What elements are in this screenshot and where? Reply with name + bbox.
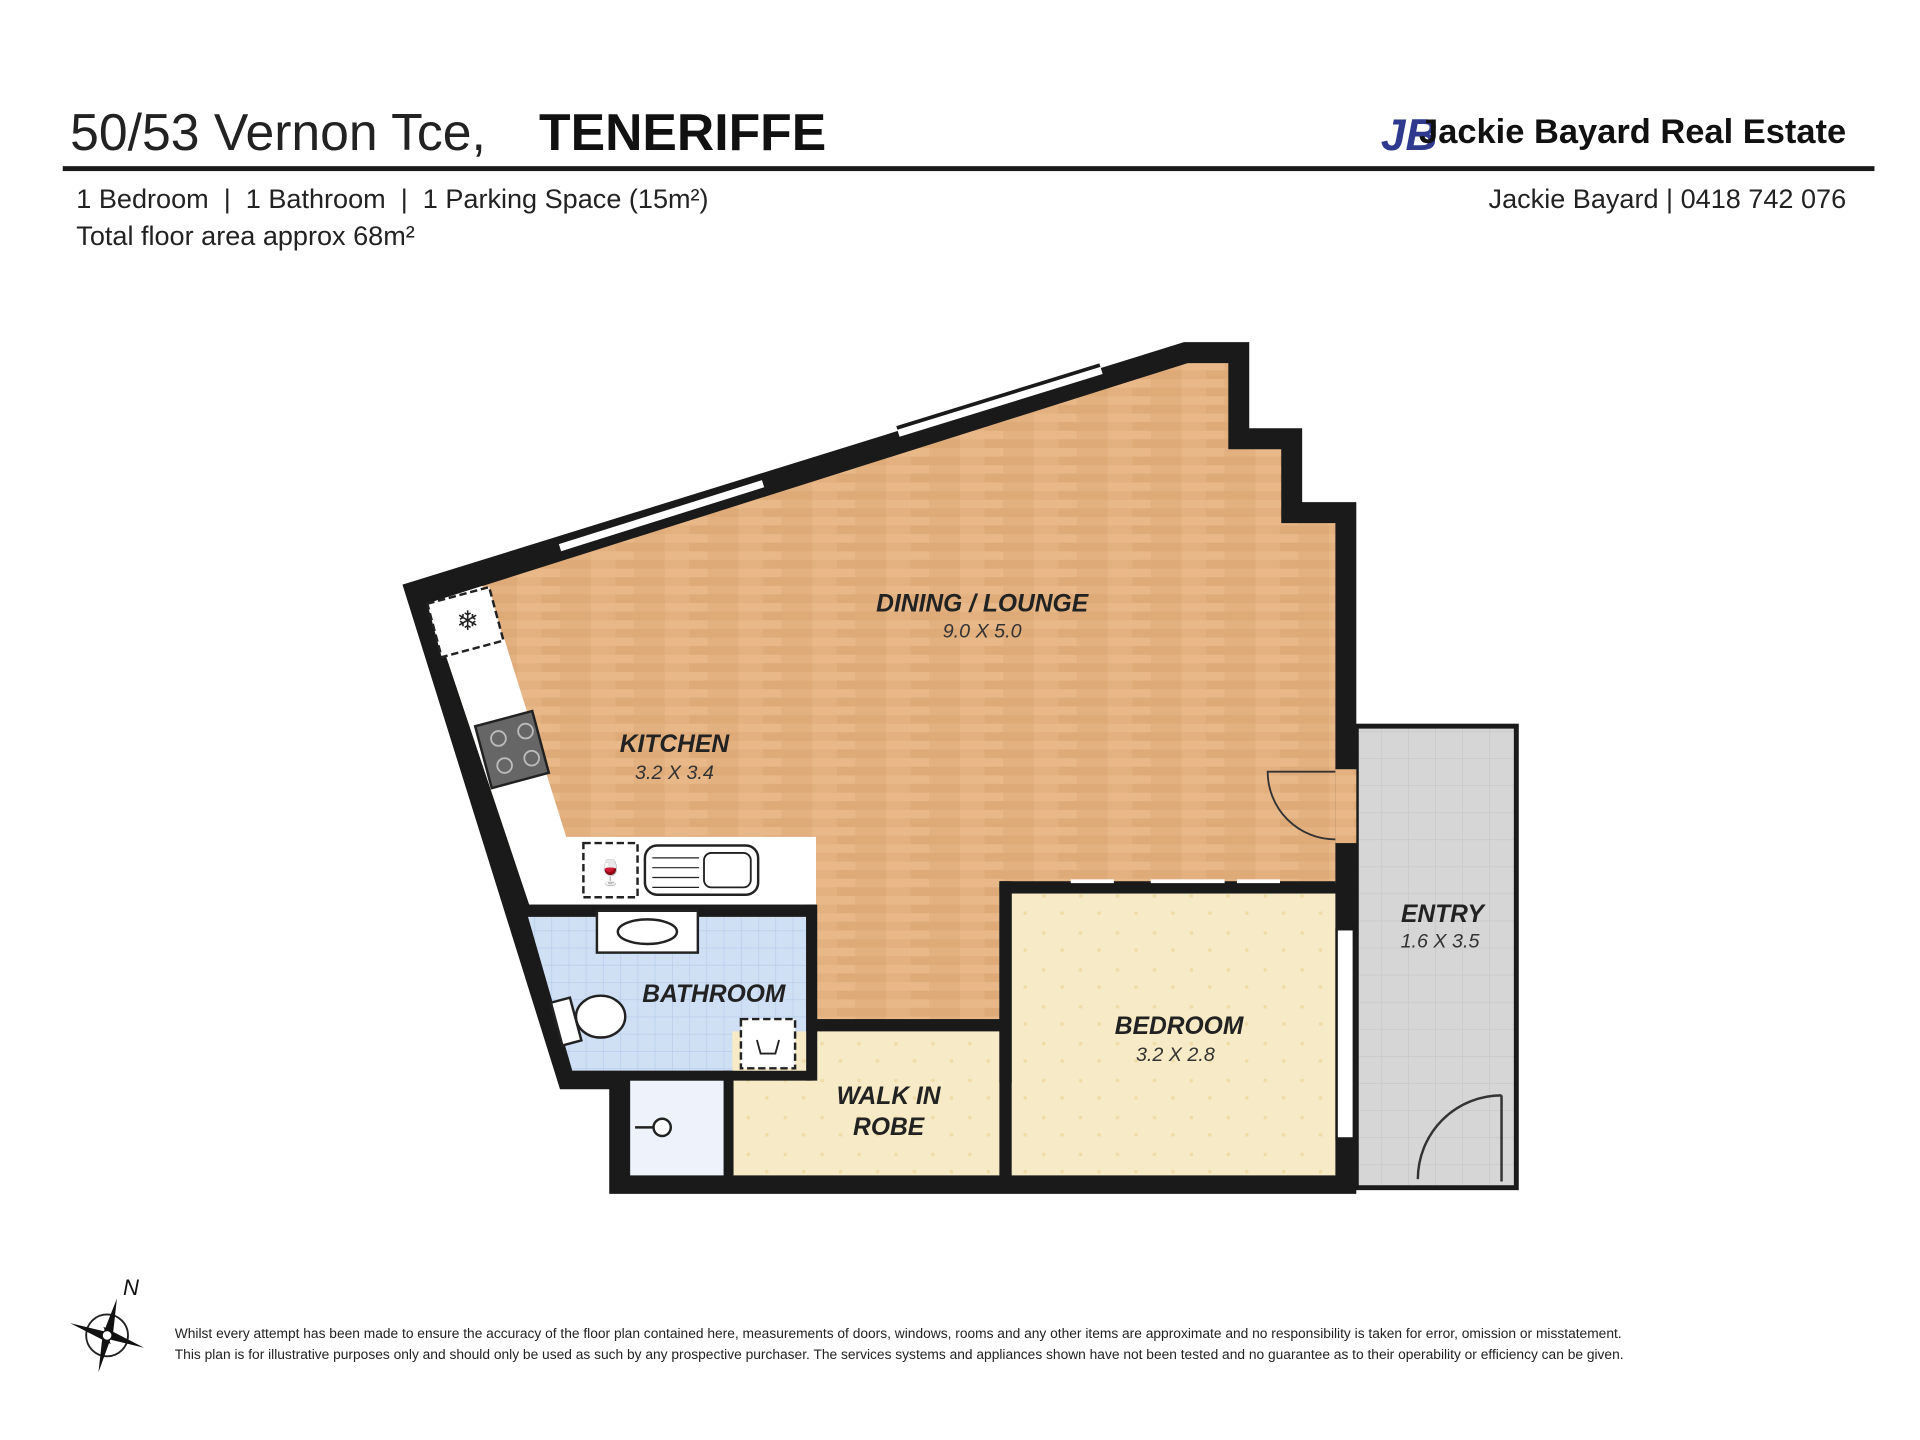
basin	[616, 918, 679, 946]
wall	[816, 1019, 1001, 1031]
property-summary: 1 Bedroom | 1 Bathroom | 1 Parking Space…	[76, 183, 708, 214]
compass-north-label: N	[123, 1275, 139, 1300]
sink-bowl	[703, 852, 752, 889]
dishwasher	[582, 841, 639, 899]
cistern	[549, 996, 583, 1047]
bedroom-floor	[1011, 893, 1336, 1176]
agent-contact: Jackie Bayard | 0418 742 076	[1489, 183, 1847, 214]
room-label-robe: WALK IN	[837, 1083, 942, 1110]
suburb: TENERIFFE	[539, 103, 826, 161]
window	[897, 366, 1103, 437]
snowflake-icon: ❄	[456, 605, 479, 636]
laundry-icon	[756, 1039, 780, 1055]
disclaimer-line-2: This plan is for illustrative purposes o…	[175, 1347, 1624, 1362]
address: 50/53 Vernon Tce,	[70, 103, 486, 161]
toilet	[574, 994, 627, 1039]
kitchen-bench	[428, 585, 816, 905]
window	[1335, 928, 1356, 1140]
entry-doorway	[1335, 769, 1357, 844]
header-divider	[62, 166, 1875, 172]
room-label-bathroom: BATHROOM	[642, 981, 786, 1008]
floor-plan: ❄ 🍷 DINING / LOUNGE 9.0 X 5.0 KITCHEN 3.…	[402, 342, 1519, 1194]
disclaimer-line-1: Whilst every attempt has been made to en…	[175, 1326, 1622, 1341]
shower-head	[652, 1117, 672, 1138]
wall	[806, 904, 818, 1081]
room-dims-bedroom: 3.2 X 2.8	[1136, 1044, 1215, 1066]
entry-floor	[1353, 723, 1519, 1191]
agency-logo-mark: JB	[1381, 111, 1438, 160]
cooktop	[473, 709, 551, 790]
agency-name: Jackie Bayard Real Estate	[1419, 113, 1846, 151]
room-label-entry: ENTRY	[1401, 901, 1487, 928]
room-dims-kitchen: 3.2 X 3.4	[635, 762, 714, 784]
glass-cutlery-icon: 🍷	[595, 858, 626, 887]
window	[558, 480, 765, 552]
wall	[999, 881, 1336, 892]
room-dims-entry: 1.6 X 3.5	[1401, 931, 1480, 953]
floor-area: Total floor area approx 68m²	[76, 220, 414, 251]
wall	[999, 881, 1012, 1084]
room-label-kitchen: KITCHEN	[620, 731, 731, 758]
drainer	[652, 857, 700, 888]
door-swing	[1266, 770, 1336, 841]
cooktop-burners	[490, 722, 540, 774]
room-label-dining-lounge: DINING / LOUNGE	[876, 591, 1090, 618]
door-swing	[1416, 1094, 1503, 1182]
wall	[560, 1070, 813, 1081]
room-label-robe-2: ROBE	[853, 1114, 926, 1141]
washing-machine	[739, 1017, 797, 1070]
room-label-bedroom: BEDROOM	[1115, 1013, 1244, 1040]
room-dims-dining-lounge: 9.0 X 5.0	[943, 621, 1022, 643]
wall	[723, 1070, 734, 1176]
compass-rose-icon	[70, 1298, 144, 1373]
fridge	[425, 585, 505, 659]
